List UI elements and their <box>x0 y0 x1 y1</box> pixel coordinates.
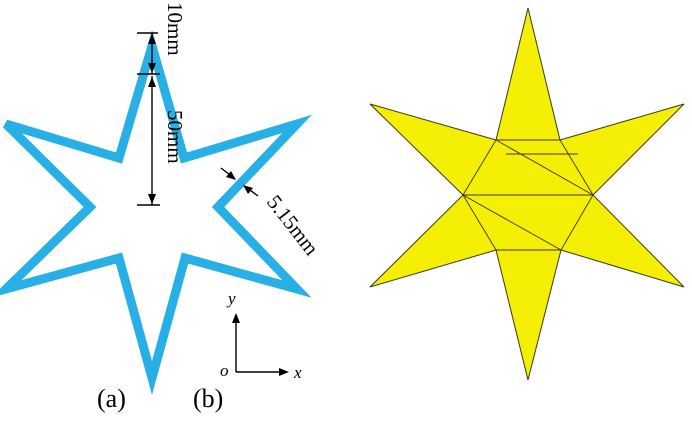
panel-a-label: (a) <box>97 384 126 413</box>
y-axis-label: y <box>226 289 236 308</box>
coordinate-axes: y x o <box>220 289 302 382</box>
arm-length-label: 50mm <box>163 110 187 164</box>
facet-lines <box>462 139 594 251</box>
star-outline <box>0 29 312 395</box>
arm-dimension: 50mm <box>137 76 187 206</box>
panel-b-label: (b) <box>193 384 224 413</box>
origin-label: o <box>220 361 229 380</box>
wall-width-label: 5.15mm <box>262 190 324 259</box>
solid-star <box>369 7 685 381</box>
tip-dimension: 10mm <box>137 2 187 75</box>
tip-length-label: 10mm <box>163 2 187 56</box>
x-axis-label: x <box>293 363 302 382</box>
panel-b-star <box>369 7 685 381</box>
panel-a-star <box>0 29 312 395</box>
